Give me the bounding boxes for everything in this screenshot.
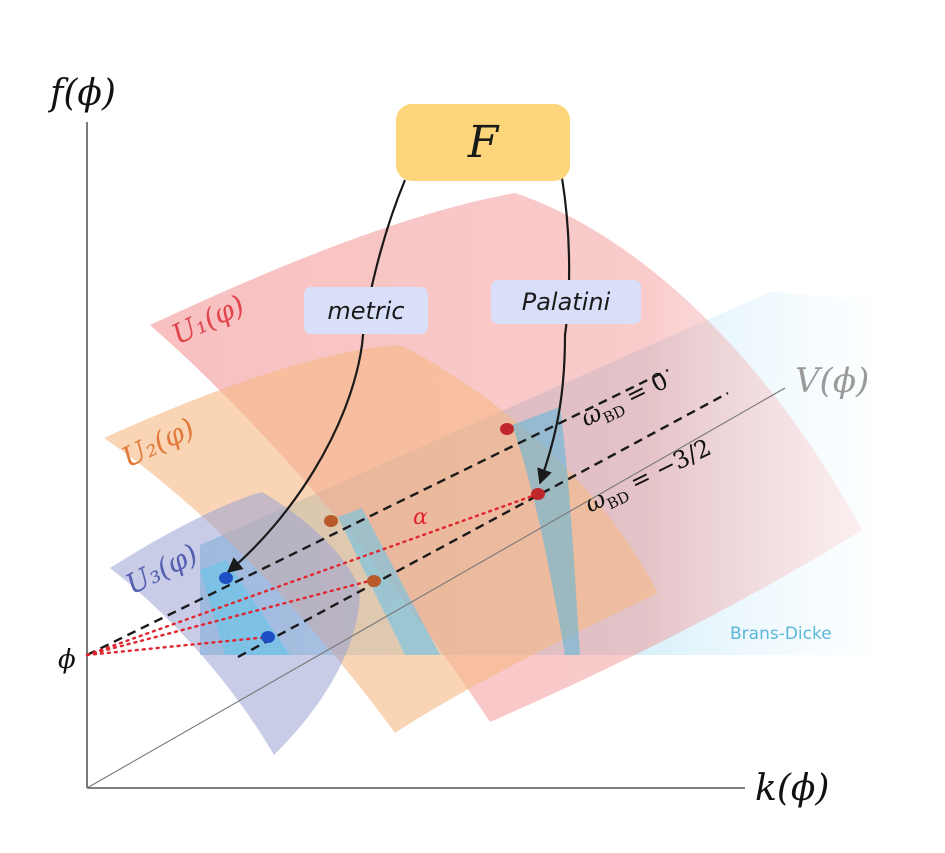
diagonal-axis-label: V(ϕ) xyxy=(795,361,869,401)
point-u2-omega-neg xyxy=(367,575,381,587)
alpha-label: α xyxy=(413,505,428,530)
point-u3-omega-neg xyxy=(261,631,275,643)
x-axis-label: k(ϕ) xyxy=(755,768,829,809)
brans-dicke-label: Brans-Dicke xyxy=(730,624,832,644)
diagonal-axis xyxy=(86,387,786,789)
point-u1-omega0 xyxy=(500,423,514,435)
omega-neg-line xyxy=(237,391,729,659)
point-u2-omega0 xyxy=(324,515,338,527)
point-u3-omega0 xyxy=(219,572,233,584)
functional-label: F xyxy=(467,117,500,168)
palatini-box xyxy=(491,280,641,324)
alpha-lines xyxy=(85,492,540,657)
point-u1-omega-neg xyxy=(531,488,545,500)
palatini-label: Palatini xyxy=(522,288,611,316)
bd-strip-u2 xyxy=(338,508,440,655)
metric-box xyxy=(304,287,428,334)
y-axis-label: f(ϕ) xyxy=(47,73,116,114)
omega-zero-line xyxy=(86,368,669,657)
origin-label: ϕ xyxy=(58,645,76,675)
functional-box xyxy=(396,104,570,181)
metric-label: metric xyxy=(327,297,404,325)
bd-strip-u1 xyxy=(512,407,580,655)
palatini-arrow xyxy=(537,177,571,485)
metric-arrow xyxy=(226,179,407,573)
